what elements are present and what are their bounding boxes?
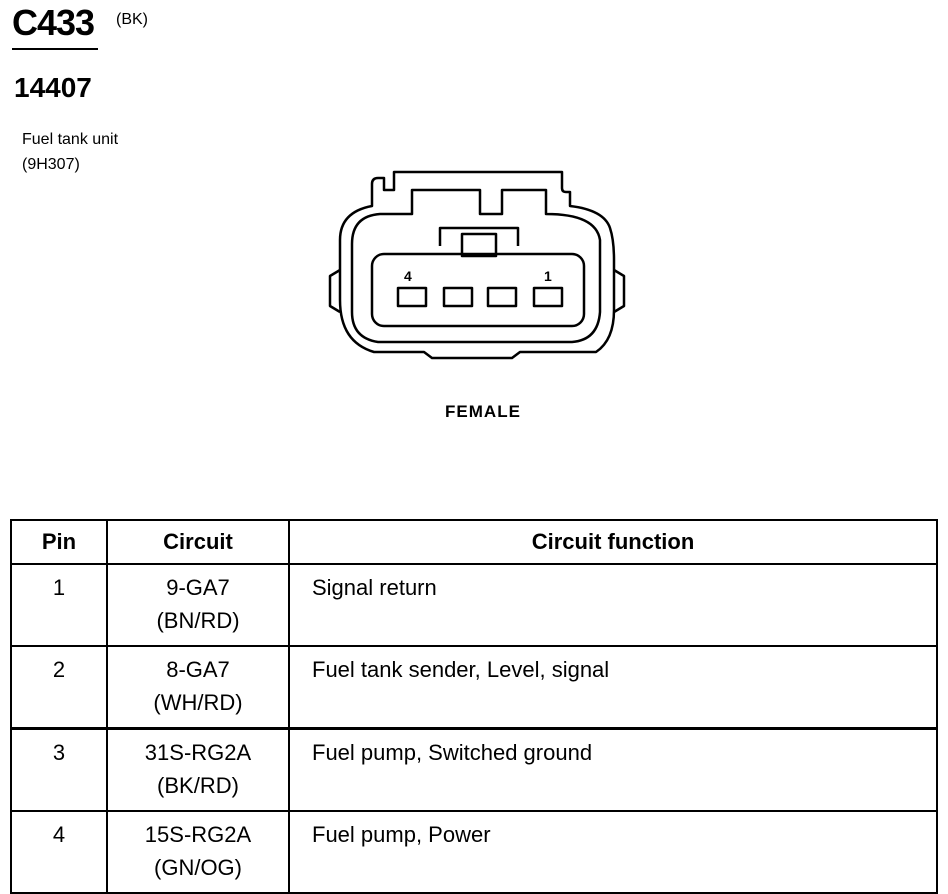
pin-number: 3 [10,727,108,812]
pin-label-left: 4 [404,268,412,284]
wire-color: (BK/RD) [157,773,239,798]
connector-gender-label: FEMALE [445,402,521,421]
wire-color: (GN/OG) [154,855,242,880]
pin-terminal-2 [486,286,518,308]
connector-color-code: (BK) [116,11,148,28]
pin-terminal-4 [396,286,428,308]
circuit-code: 15S-RG2A [144,822,252,847]
connector-inner-shell [350,188,602,344]
circuit-function: Signal return [288,563,938,647]
circuit-cell: 9-GA7 (BN/RD) [106,563,290,647]
circuit-function: Fuel pump, Power [288,810,938,894]
pin-number: 4 [10,810,108,894]
component-code: (9H307) [22,156,80,173]
circuit-function: Fuel pump, Switched ground [288,727,938,812]
connector-latch [460,232,498,258]
connector-face-diagram: 4 1 [328,170,626,360]
circuit-cell: 15S-RG2A (GN/OG) [106,810,290,894]
circuit-cell: 8-GA7 (WH/RD) [106,645,290,730]
connector-id-underline [12,48,98,50]
connector-locking-tab [438,226,520,246]
wire-color: (WH/RD) [153,690,243,715]
connector-left-rib [328,268,341,314]
connector-id: C433 [12,2,95,43]
table-row: 3 31S-RG2A (BK/RD) Fuel pump, Switched g… [10,727,938,812]
component-name: Fuel tank unit [22,131,119,148]
contact-cavity [370,252,586,328]
pin-label-right: 1 [544,268,552,284]
circuit-cell: 31S-RG2A (BK/RD) [106,727,290,812]
connector-right-rib [613,268,626,314]
table-header-row: Pin Circuit Circuit function [10,519,938,565]
connector-outer-shell [338,170,616,360]
pin-number: 1 [10,563,108,647]
pin-number: 2 [10,645,108,730]
wire-color: (BN/RD) [156,608,240,633]
circuit-function: Fuel tank sender, Level, signal [288,645,938,730]
table-row: 2 8-GA7 (WH/RD) Fuel tank sender, Level,… [10,645,938,730]
pin-terminal-1 [532,286,564,308]
pin-terminal-3 [442,286,474,308]
table-row: 4 15S-RG2A (GN/OG) Fuel pump, Power [10,810,938,894]
header-circuit-function: Circuit function [288,519,938,565]
circuit-code: 31S-RG2A [144,740,252,765]
header-pin: Pin [10,519,108,565]
header-circuit: Circuit [106,519,290,565]
circuit-code: 8-GA7 [166,657,230,682]
part-number: 14407 [14,72,92,103]
table-row: 1 9-GA7 (BN/RD) Signal return [10,563,938,647]
circuit-code: 9-GA7 [166,575,230,600]
pinout-table: Pin Circuit Circuit function 1 9-GA7 (BN… [10,519,938,894]
